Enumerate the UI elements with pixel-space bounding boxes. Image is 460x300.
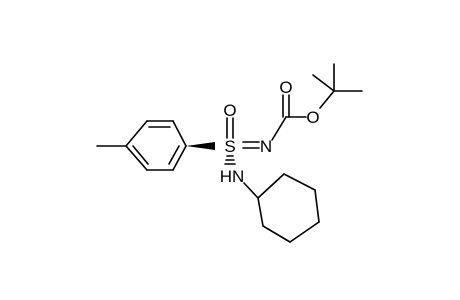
amine-nh-atom: HN — [220, 167, 245, 186]
hashed-bond — [224, 155, 236, 165]
tolyl-ring — [125, 120, 187, 171]
ring-bond — [172, 120, 187, 147]
ester-oxygen-atom: O — [306, 108, 319, 127]
ring-bond — [283, 173, 316, 191]
n-carbonyl-bond — [271, 116, 287, 141]
methyl-bond — [312, 74, 335, 92]
cyclohexyl-ring — [257, 173, 320, 243]
nh-cyclohexyl-bond — [243, 182, 259, 199]
ring-bond — [172, 145, 187, 171]
carbonyl-oxygen-atom: O — [279, 78, 292, 97]
ring-bond — [125, 120, 148, 147]
o-tbutyl-bond — [319, 90, 335, 109]
ring-bond — [289, 221, 320, 243]
ring-bond — [257, 173, 285, 199]
ring-bond — [257, 197, 264, 227]
wedge-bond — [186, 142, 215, 150]
sulfur-atom: S — [224, 137, 235, 156]
sulfonyl-oxygen-atom: O — [223, 101, 236, 120]
ring-double-bond — [168, 145, 180, 165]
imine-nitrogen-atom: N — [260, 137, 272, 156]
ring-bond — [125, 145, 148, 171]
ring-bond — [314, 189, 320, 223]
ring-bond — [262, 225, 291, 243]
ring-double-bond — [132, 145, 149, 165]
